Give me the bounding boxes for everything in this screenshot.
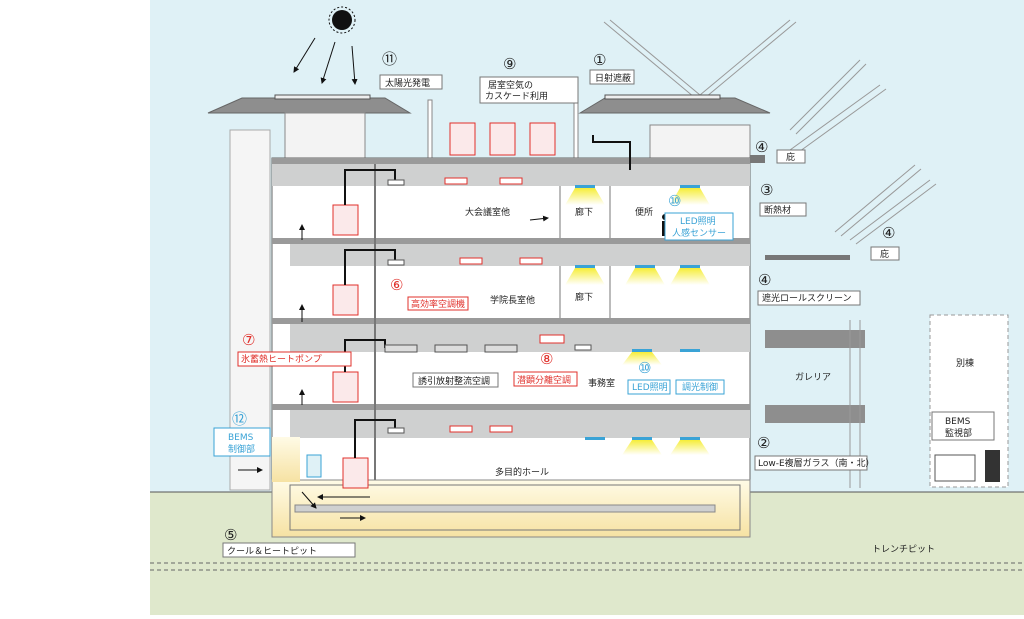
eave-label-b: 庇 [880,248,889,260]
num-10b: ⑩ [638,359,651,377]
num-2: ② [757,434,770,452]
led-sensor-label-2: 人感センサー [672,227,726,239]
room-toilet: 便所 [635,206,653,218]
cool-heat-pit-label: クール＆ヒートピット [227,546,317,557]
num-9: ⑨ [503,55,516,73]
num-4a: ④ [755,138,768,156]
bems-monitor-label-1: BEMS [945,417,971,427]
solar-power-label: 太陽光発電 [385,77,430,89]
latent-ac-label: 潜顕分離空調 [517,374,571,386]
insulation-label: 断熱材 [764,204,791,216]
num-3: ③ [760,181,773,199]
roof-left [207,97,412,114]
room-dean: 学院長室他 [490,294,535,306]
num-4c: ④ [758,271,771,289]
led-label: LED照明 [632,382,668,393]
num-1: ① [593,51,606,69]
room-multi-hall: 多目的ホール [495,466,549,478]
led-lights [565,185,710,455]
ice-heat-pump-label: 氷蓄熱ヒートポンプ [241,353,322,365]
sun-ray-arrows [293,37,358,85]
high-eff-ac-label: 高効率空調機 [411,298,465,310]
dimming-label: 調光制御 [682,381,718,393]
bems-ctrl-label-1: BEMS [228,433,254,443]
num-12: ⑫ [232,410,247,428]
roof-right [578,97,771,114]
num-7: ⑦ [242,331,255,349]
cascade-label-2: カスケード利用 [485,90,548,102]
eave-label-a: 庇 [786,151,795,163]
bems-monitor-label-2: 監視部 [945,427,972,439]
induction-ac-label: 誘引放射整流空調 [418,375,490,387]
cascade-label-1: 居室空気の [488,79,533,91]
gallery-label: ガレリア [795,372,831,383]
room-corridor-2: 廊下 [575,291,593,303]
room-conference: 大会議室他 [465,206,510,218]
num-8: ⑧ [540,350,553,368]
annex-label: 別棟 [956,357,974,369]
solar-panel-right [604,94,721,100]
lowe-glass-label: Low-E複層ガラス（南・北） [758,457,874,469]
sunlight-reflection-arrows [603,19,937,245]
sun-icon [328,6,356,34]
roll-screen-label: 遮光ロールスクリーン [762,292,852,304]
num-6: ⑥ [390,276,403,294]
num-11: ⑪ [382,50,397,68]
led-sensor-label-1: LED照明 [680,216,716,227]
solar-shading-label: 日射遮蔽 [595,72,631,84]
bems-monitor-icon [934,454,976,482]
num-5: ⑤ [224,526,237,544]
num-4b: ④ [882,224,895,242]
room-office: 事務室 [588,377,615,389]
bems-ctrl-label-2: 制御部 [228,443,255,455]
num-10a: ⑩ [668,192,681,210]
trench-pit-label: トレンチピット [872,544,935,555]
room-corridor-1: 廊下 [575,206,593,218]
solar-panel-left [274,94,371,100]
